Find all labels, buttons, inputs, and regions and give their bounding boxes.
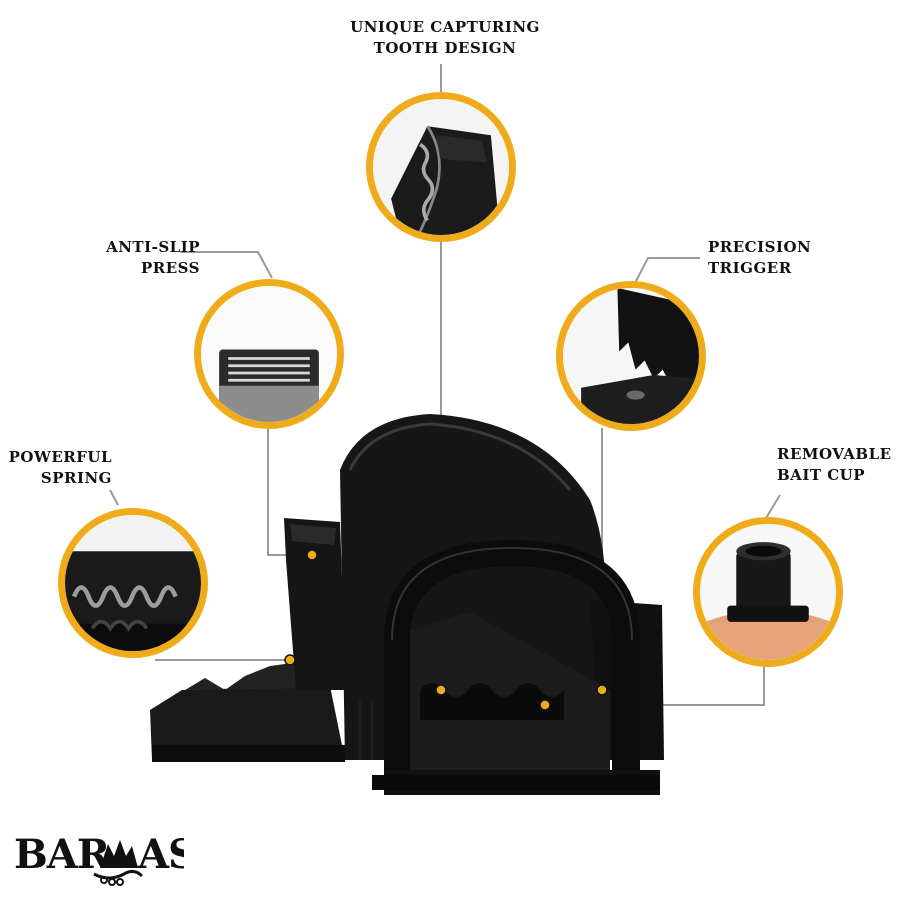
label-anti-slip-line2: PRESS: [140, 259, 200, 277]
label-powerful-spring-line1: POWERFUL: [8, 448, 112, 466]
dot-tooth: [435, 684, 447, 696]
callout-tooth-design: [366, 92, 516, 242]
trap-body: [150, 414, 664, 795]
connector-trigger-top: [633, 257, 700, 286]
dot-bait: [539, 699, 551, 711]
callout-precision-trigger: [556, 281, 706, 431]
label-capturing-tooth: UNIQUE CAPTURING TOOTH DESIGN: [330, 17, 560, 59]
dot-anti-slip: [306, 549, 318, 561]
indicator-dots: [284, 549, 608, 711]
label-precision-trigger: PRECISION TRIGGER: [708, 237, 848, 279]
callout-removable-bait-cup: [693, 517, 843, 667]
connector-antislip-top: [180, 251, 273, 279]
label-anti-slip-line1: ANTI-SLIP: [106, 238, 200, 256]
callout-anti-slip-press: [194, 279, 344, 429]
connector-spring-top: [109, 489, 119, 506]
logo-text-right: AS: [137, 831, 184, 878]
brand-logo: BAR AS: [14, 831, 184, 886]
mouse-emblem-icon: [93, 840, 144, 886]
dot-spring: [284, 654, 296, 666]
label-precision-trigger-line2: TRIGGER: [708, 259, 792, 277]
label-bait-cup: REMOVABLE BAIT CUP: [777, 444, 897, 486]
label-powerful-spring-line2: SPRING: [40, 469, 112, 487]
label-capturing-tooth-line2: TOOTH DESIGN: [373, 39, 517, 57]
dot-trigger: [596, 684, 608, 696]
label-anti-slip: ANTI-SLIP PRESS: [60, 237, 200, 279]
label-precision-trigger-line1: PRECISION: [708, 238, 812, 256]
label-bait-cup-line2: BAIT CUP: [777, 466, 866, 484]
label-bait-cup-line1: REMOVABLE: [777, 445, 892, 463]
label-capturing-tooth-line1: UNIQUE CAPTURING: [350, 18, 540, 36]
logo-text-left: BAR: [14, 831, 111, 878]
callout-powerful-spring: [58, 508, 208, 658]
connector-bait-top: [765, 494, 781, 519]
label-powerful-spring: POWERFUL SPRING: [0, 447, 112, 489]
